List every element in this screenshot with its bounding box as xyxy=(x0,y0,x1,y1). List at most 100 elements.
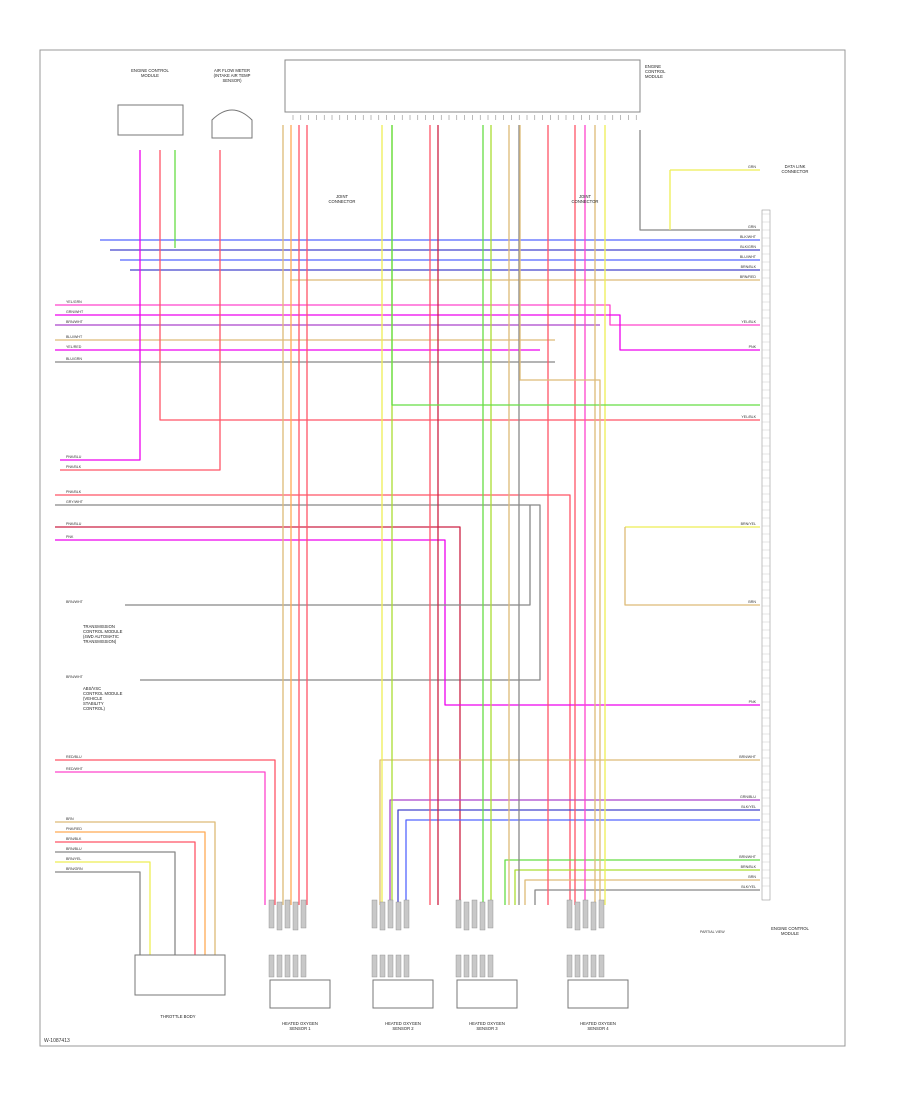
wire-tan-low xyxy=(379,759,760,905)
wire-purple-low xyxy=(389,799,760,905)
right-wire-label: GRN xyxy=(748,165,756,169)
connector-terminal xyxy=(387,899,394,929)
connector-terminal xyxy=(292,901,299,931)
right-wire-label: BLK/WHT xyxy=(740,235,757,239)
right-wire-label: BRN/BLK xyxy=(741,265,757,269)
connector-terminal xyxy=(566,954,573,978)
connector-terminal xyxy=(300,954,307,978)
connector-terminal xyxy=(463,901,470,931)
connector-terminal xyxy=(582,899,589,929)
connector-terminal xyxy=(479,954,486,978)
wire-throttle-2 xyxy=(55,831,206,955)
wire-tan-cross xyxy=(519,125,601,905)
connector-terminal xyxy=(276,954,283,978)
connector-terminal xyxy=(379,901,386,931)
connector-terminal xyxy=(276,901,283,931)
wire-throttle-5 xyxy=(55,861,151,955)
connector-terminal xyxy=(292,954,299,978)
connector-terminal xyxy=(566,899,573,929)
connector-terminal xyxy=(379,954,386,978)
wire-lime-low xyxy=(514,869,760,905)
connector-terminal xyxy=(574,954,581,978)
oxygen-sensor-box xyxy=(269,979,331,1009)
oxygen-sensor-box xyxy=(456,979,518,1009)
throttle-body-label: THROTTLE BODY xyxy=(160,1014,195,1019)
left-wire-label: PNK/RED xyxy=(66,827,82,831)
connector-terminal xyxy=(284,899,291,929)
left-wire-label: GRY/WHT xyxy=(66,500,84,504)
connector-terminal xyxy=(487,954,494,978)
wire-green-low xyxy=(504,859,760,905)
connector-terminal xyxy=(582,954,589,978)
left-wire-label: PNK/BLK xyxy=(66,465,82,469)
left-wire-label: RED/WHT xyxy=(66,767,84,771)
right-wire-label: BRN/RED xyxy=(740,275,757,279)
connector-terminal xyxy=(455,899,462,929)
connector-terminal xyxy=(387,954,394,978)
connector-terminal xyxy=(403,899,410,929)
left-wire-label: BRN/WHT xyxy=(66,320,84,324)
wire-throttle-1 xyxy=(55,821,216,955)
connector-terminal xyxy=(300,899,307,929)
left-wire-label: YEL/RED xyxy=(66,345,82,349)
left-wire-label: BRN/YEL xyxy=(66,857,81,861)
right-wire-label: BRN/WHT xyxy=(739,855,757,859)
wire-throttle-3 xyxy=(55,841,196,955)
connector-terminal xyxy=(479,901,486,931)
wire-magenta-3 xyxy=(60,150,141,461)
right-wire-label: BLK/YEL xyxy=(741,805,756,809)
module-box-left xyxy=(117,104,184,136)
wire-gray-mid xyxy=(55,504,541,681)
left-wire-label: PNK xyxy=(66,535,74,539)
right-wire-label: GRN xyxy=(748,225,756,229)
left-wire-label: BRN/BLU xyxy=(66,847,82,851)
wire-throttle-4 xyxy=(55,851,176,955)
wire-magenta-1 xyxy=(55,314,760,351)
left-wire-label: RED/BLU xyxy=(66,755,82,759)
wire-red-low-1 xyxy=(55,759,276,905)
wire-gray-dlc xyxy=(639,130,760,231)
connector-terminal xyxy=(590,954,597,978)
connector-terminal xyxy=(574,901,581,931)
connector-terminal xyxy=(403,954,410,978)
right-wire-label: BRN xyxy=(748,600,756,604)
left-wire-label: BRN/WHT xyxy=(66,600,84,604)
wire-green-ecm xyxy=(391,125,760,406)
sensor-box-top xyxy=(211,109,253,139)
diagram-reference-id: W-1087413 xyxy=(44,1038,70,1044)
left-wire-label: BRN xyxy=(66,817,74,821)
connector-terminal xyxy=(395,954,402,978)
right-wire-label: BRN/WHT xyxy=(739,755,757,759)
diagram-frame xyxy=(39,49,846,1047)
connector-terminal xyxy=(590,901,597,931)
right-wire-label: BRN xyxy=(748,875,756,879)
connector-terminal xyxy=(598,899,605,929)
oxygen-sensor-box xyxy=(372,979,434,1009)
wire-group xyxy=(55,125,760,955)
wire-dark-red xyxy=(55,526,461,905)
partial-view-label: PARTIAL VIEW xyxy=(700,930,725,934)
oxygen-sensor-box xyxy=(567,979,629,1009)
right-wire-label: YEL/BLK xyxy=(741,415,756,419)
wire-red-mid xyxy=(55,494,571,905)
left-wire-label: YEL/GRN xyxy=(66,300,82,304)
connector-terminal xyxy=(371,899,378,929)
ecm-connector-top xyxy=(284,59,641,113)
left-wire-label: BRN/GRN xyxy=(66,867,83,871)
right-wire-label: PNK xyxy=(749,700,757,704)
wire-gray-tcm xyxy=(125,505,531,606)
right-wire-label: BRN/YEL xyxy=(741,522,756,526)
connector-terminal xyxy=(268,954,275,978)
connector-terminal xyxy=(598,954,605,978)
left-wire-label: BLU/WHT xyxy=(66,335,83,339)
